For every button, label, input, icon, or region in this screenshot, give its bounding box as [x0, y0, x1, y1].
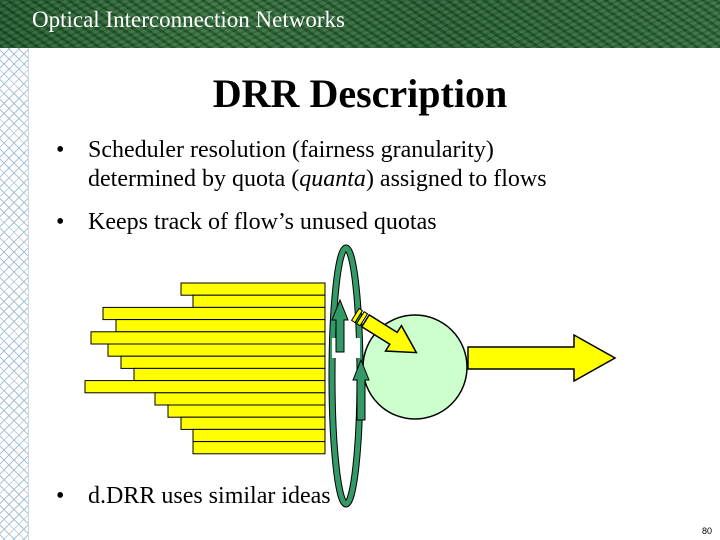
flow-queue-bar — [181, 283, 325, 295]
flow-queue-bar — [168, 405, 325, 417]
flow-queue-bar — [155, 393, 325, 405]
flow-queue-bar — [134, 368, 325, 380]
flow-queue-bar — [103, 307, 325, 319]
flow-queue-bar — [193, 295, 325, 307]
bullet-marker: • — [56, 482, 64, 511]
flow-queue-bar — [121, 356, 325, 368]
flow-queue-bar — [116, 320, 325, 332]
output-arrow-icon — [468, 335, 615, 381]
flow-queues — [85, 283, 325, 454]
flow-queue-bar — [193, 429, 325, 441]
bullet-text: d.DRR uses similar ideas — [88, 482, 688, 511]
flow-queue-bar — [181, 417, 325, 429]
page-number: 80 — [702, 526, 712, 536]
flow-queue-bar — [108, 344, 325, 356]
flow-queue-bar — [193, 442, 325, 454]
flow-queue-bar — [91, 332, 325, 344]
flow-queue-bar — [85, 381, 325, 393]
